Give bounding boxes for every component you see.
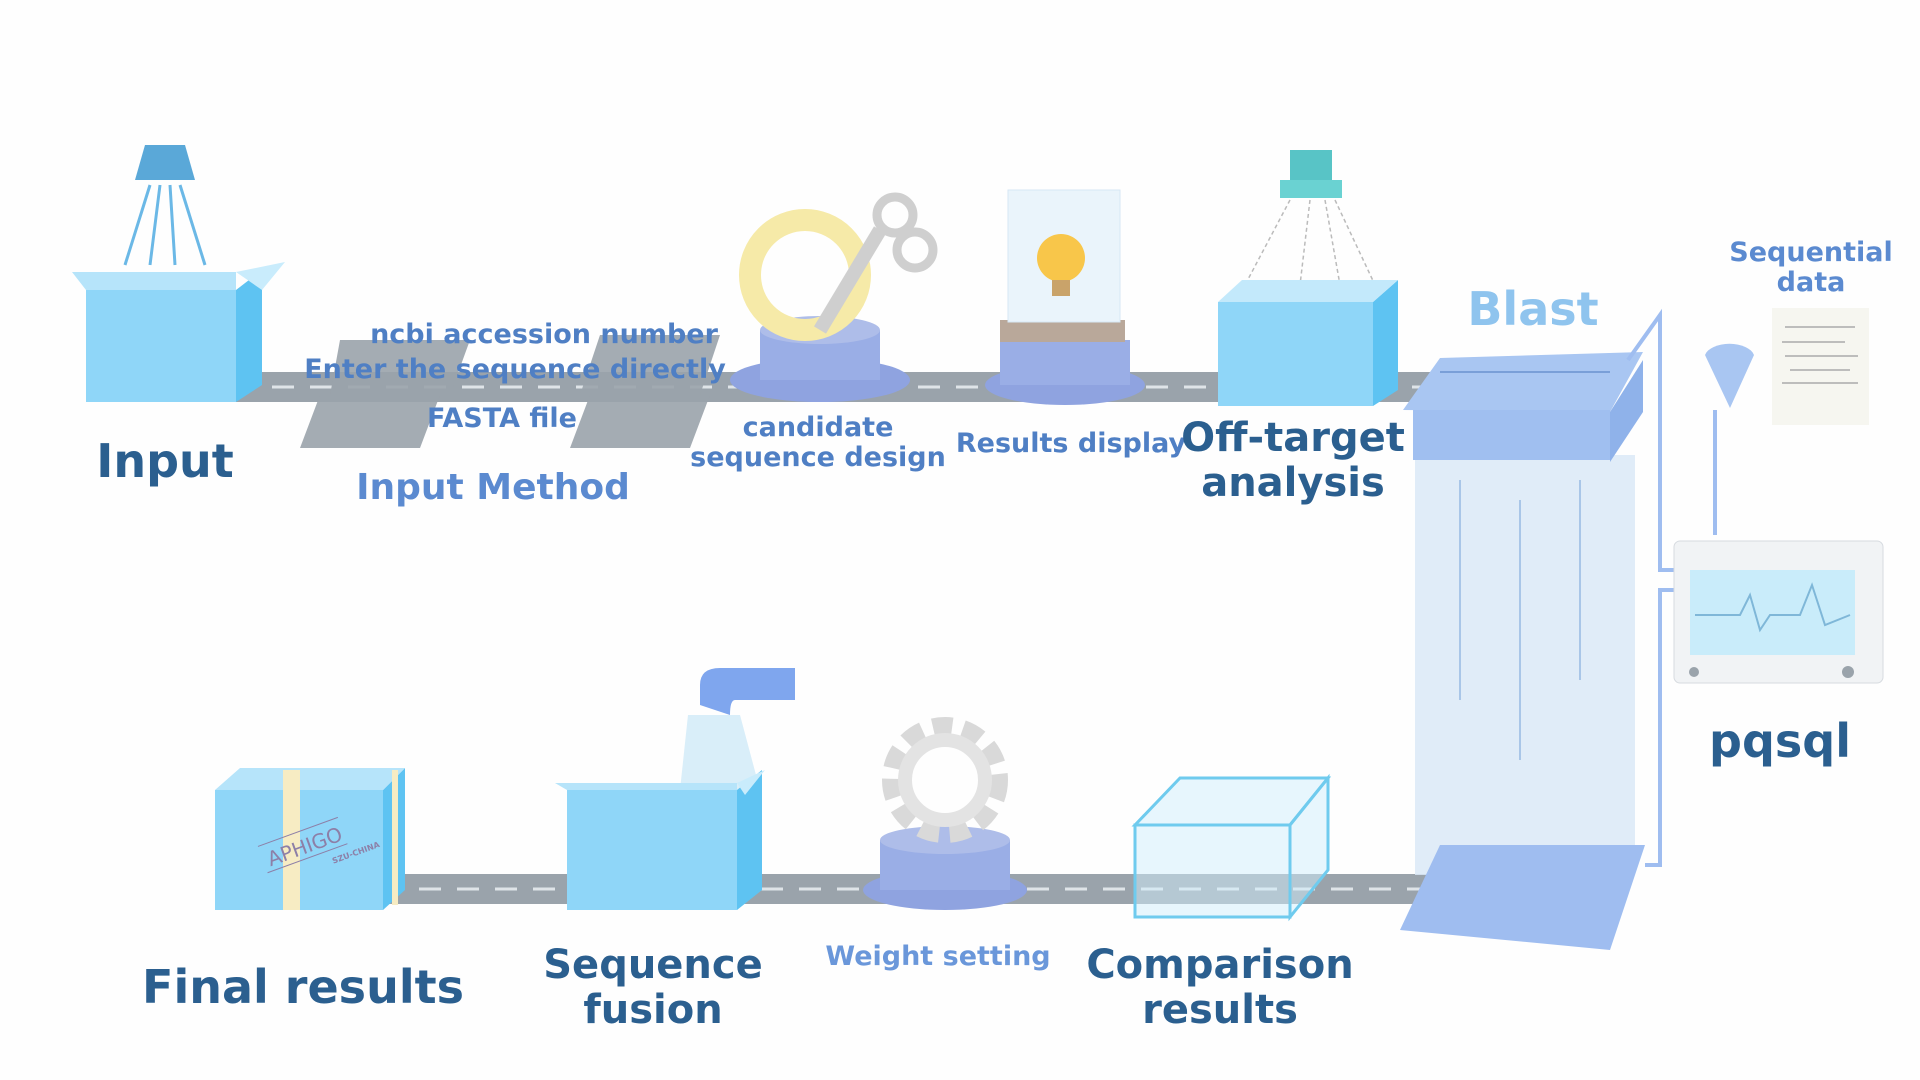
label-final-results: Final results	[142, 960, 464, 1015]
pqsql-monitor-icon	[1673, 540, 1884, 684]
label-blast: Blast	[1467, 282, 1599, 337]
label-off-target: Off-target analysis	[1181, 415, 1405, 506]
lightbulb-display-icon	[985, 189, 1145, 405]
option-ncbi-accession: ncbi accession number	[370, 318, 718, 350]
input-box-icon	[72, 145, 285, 402]
label-weight-setting: Weight setting	[825, 940, 1051, 972]
label-input: Input	[96, 434, 234, 489]
off-target-box-icon	[1218, 150, 1398, 406]
label-results-display: Results display	[955, 427, 1187, 459]
gear-icon	[863, 717, 1027, 910]
blast-column-icon	[1400, 308, 1678, 950]
scissors-tape-icon	[730, 192, 938, 402]
option-enter-sequence: Enter the sequence directly	[304, 353, 726, 385]
label-sequence-fusion: Sequence fusion	[543, 942, 763, 1033]
label-sequential-data: Sequential data	[1729, 236, 1893, 298]
comparison-glass-box-icon	[1131, 773, 1332, 922]
label-candidate-design: candidate sequence design	[690, 411, 946, 473]
option-fasta-file: FASTA file	[427, 402, 577, 434]
final-results-package-icon: APHIGO SZU-CHINA	[215, 768, 405, 910]
label-comparison-results: Comparison results	[1086, 942, 1354, 1033]
sequence-fusion-box-icon	[555, 668, 795, 910]
label-pqsql: pqsql	[1709, 714, 1851, 769]
label-input-method: Input Method	[356, 466, 630, 508]
sequential-data-document-icon	[1705, 308, 1869, 535]
